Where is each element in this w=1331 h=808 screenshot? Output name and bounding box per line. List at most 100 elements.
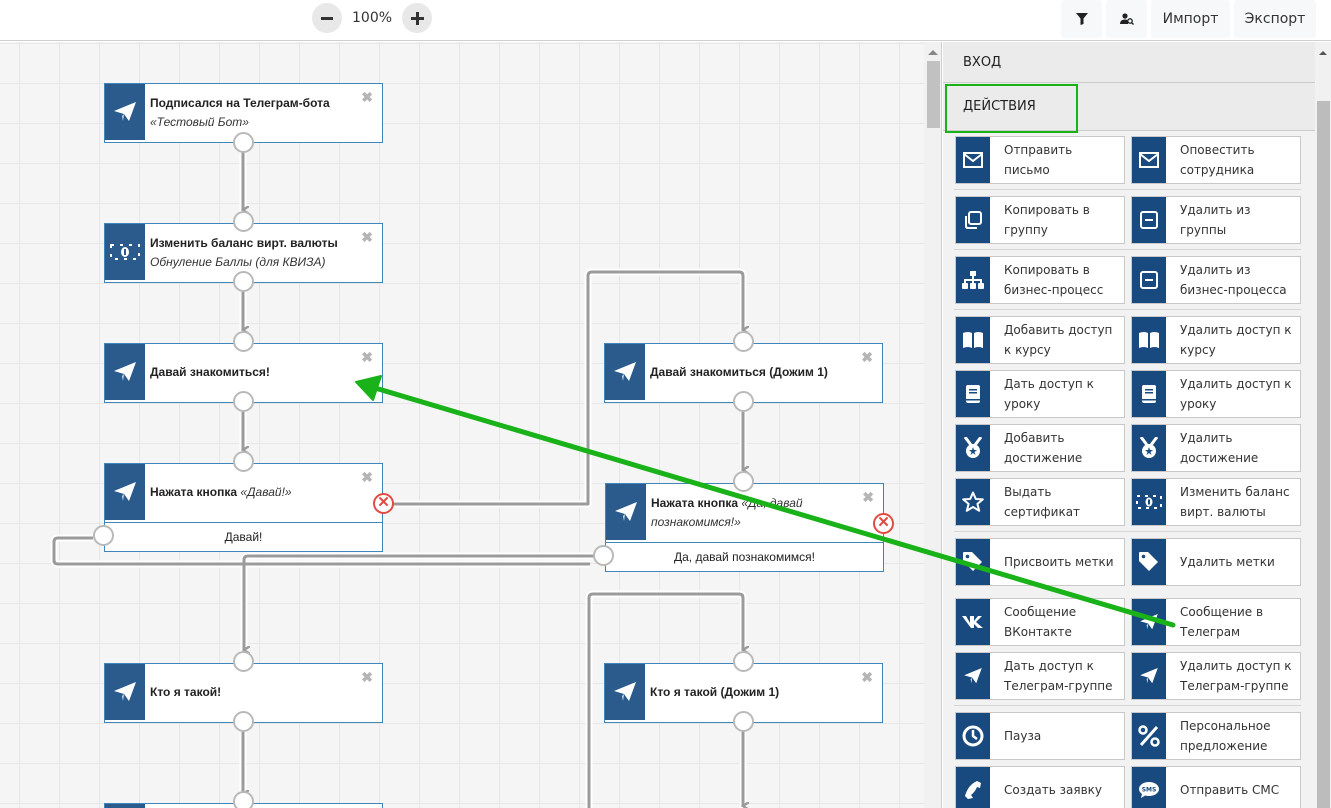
divider [954, 531, 1301, 532]
action-label: Отправить СМС [1180, 783, 1280, 797]
action-card[interactable]: SMS Отправить СМС [1131, 766, 1301, 808]
action-card[interactable]: Удалить достижение [1131, 424, 1301, 472]
action-card[interactable]: Копировать в группу [955, 196, 1125, 244]
user-search-icon [1119, 13, 1134, 25]
node-subtitle: «Давай!» [240, 485, 292, 499]
action-label: Удалить доступ к курсу [1180, 323, 1292, 357]
workflow-canvas[interactable]: Подписался на Телеграм-бота«Тестовый Бот… [0, 42, 924, 808]
action-card[interactable]: Удалить метки [1131, 538, 1301, 586]
scroll-thumb[interactable] [1317, 101, 1330, 808]
filter-button[interactable] [1061, 0, 1102, 38]
section-actions[interactable]: ДЕЙСТВИЯ [943, 83, 1315, 131]
export-button[interactable]: Экспорт [1234, 0, 1316, 38]
action-label: Дать доступ к Телеграм-группе [1004, 659, 1113, 693]
action-card[interactable]: Добавить достижение [955, 424, 1125, 472]
user-search-button[interactable] [1106, 0, 1147, 38]
divider [954, 705, 1301, 706]
output-port[interactable] [733, 711, 754, 732]
action-card[interactable]: Дать доступ к уроку [955, 370, 1125, 418]
svg-text:SMS: SMS [1142, 787, 1157, 794]
error-port[interactable]: ✕ [873, 513, 894, 534]
node-button-output[interactable]: Давай! [105, 522, 382, 551]
input-port[interactable] [733, 651, 754, 672]
money-icon [105, 224, 145, 280]
action-label: Изменить баланс вирт. валюты [1180, 485, 1290, 519]
zoom-out-button[interactable] [312, 3, 342, 33]
scroll-up-icon[interactable] [928, 50, 938, 55]
canvas-scrollbar[interactable] [924, 42, 942, 808]
output-port[interactable] [233, 132, 254, 153]
input-port[interactable] [733, 471, 754, 492]
vk-icon [956, 599, 990, 645]
input-port[interactable] [233, 651, 254, 672]
action-card[interactable]: Присвоить метки [955, 538, 1125, 586]
output-port[interactable] [233, 391, 254, 412]
action-label: Сообщение в Телеграм [1180, 605, 1264, 639]
input-port[interactable] [733, 331, 754, 352]
action-card[interactable]: Удалить доступ к курсу [1131, 316, 1301, 364]
divider [954, 309, 1301, 310]
action-card[interactable]: Оповестить сотрудника [1131, 136, 1301, 184]
node-title: Изменить баланс вирт. валюты [150, 236, 338, 250]
output-port[interactable] [233, 271, 254, 292]
import-button[interactable]: Импорт [1151, 0, 1230, 38]
top-toolbar: 100% Импорт Экспорт [0, 0, 1331, 41]
output-port[interactable] [733, 391, 754, 412]
input-port[interactable] [233, 331, 254, 352]
scroll-up-icon[interactable] [1319, 51, 1327, 55]
close-icon[interactable]: ✖ [861, 349, 873, 365]
action-label: Копировать в бизнес-процесс [1004, 263, 1104, 297]
action-card[interactable]: Выдать сертификат [955, 478, 1125, 526]
action-label: Копировать в группу [1004, 203, 1090, 237]
node-button-output[interactable]: Да, давай познакомимся! [606, 542, 883, 571]
action-label: Оповестить сотрудника [1180, 143, 1255, 177]
error-port[interactable]: ✕ [373, 493, 394, 514]
zoom-level: 100% [352, 10, 393, 26]
close-icon[interactable]: ✖ [861, 669, 873, 685]
tag-icon [1132, 539, 1166, 585]
close-icon[interactable]: ✖ [361, 89, 373, 105]
action-card[interactable]: Удалить из бизнес-процесса [1131, 256, 1301, 304]
minus-icon [321, 16, 333, 20]
node-title: Нажата кнопка [150, 485, 238, 499]
action-card[interactable]: Персональное предложение [1131, 712, 1301, 760]
button-output-port[interactable] [593, 545, 614, 566]
input-port[interactable] [233, 791, 254, 808]
close-icon[interactable]: ✖ [862, 489, 874, 505]
workflow-node[interactable]: Нажата кнопка «Да, давай познакомимся!» … [605, 483, 884, 572]
workflow-node[interactable]: Нажата кнопка «Давай!» ✖ Давай! [104, 463, 383, 552]
close-icon[interactable]: ✖ [361, 669, 373, 685]
action-card[interactable]: Удалить доступ к уроку [1131, 370, 1301, 418]
close-icon[interactable]: ✖ [361, 349, 373, 365]
action-card[interactable]: Сообщение ВКонтакте [955, 598, 1125, 646]
telegram-icon [605, 344, 645, 400]
action-card[interactable]: Удалить из группы [1131, 196, 1301, 244]
action-card[interactable]: Удалить доступ к Телеграм-группе [1131, 652, 1301, 700]
close-icon[interactable]: ✖ [361, 469, 373, 485]
panel-scrollbar[interactable] [1316, 42, 1331, 808]
action-card[interactable]: Изменить баланс вирт. валюты [1131, 478, 1301, 526]
scroll-thumb[interactable] [927, 61, 940, 128]
button-output-port[interactable] [93, 525, 114, 546]
close-icon[interactable]: ✖ [361, 229, 373, 245]
star-icon [956, 479, 990, 525]
connector-7-button-5 [244, 554, 602, 650]
output-port[interactable] [233, 711, 254, 732]
zoom-in-button[interactable] [402, 3, 432, 33]
action-card[interactable]: Создать заявку [955, 766, 1125, 808]
workflow-node[interactable]: Давай знакомиться! ✖ [104, 343, 383, 403]
action-card[interactable]: Добавить доступ к курсу [955, 316, 1125, 364]
action-card[interactable]: Пауза [955, 712, 1125, 760]
action-card[interactable]: Сообщение в Телеграм [1131, 598, 1301, 646]
telegram-icon [105, 84, 145, 140]
action-card[interactable]: Отправить письмо [955, 136, 1125, 184]
section-entry[interactable]: ВХОД [943, 42, 1315, 83]
input-port[interactable] [233, 451, 254, 472]
action-card[interactable]: Дать доступ к Телеграм-группе [955, 652, 1125, 700]
input-port[interactable] [233, 211, 254, 232]
telegram-icon [1132, 653, 1166, 699]
action-label: Дать доступ к уроку [1004, 377, 1094, 411]
action-label: Удалить метки [1180, 555, 1275, 569]
action-card[interactable]: Копировать в бизнес-процесс [955, 256, 1125, 304]
